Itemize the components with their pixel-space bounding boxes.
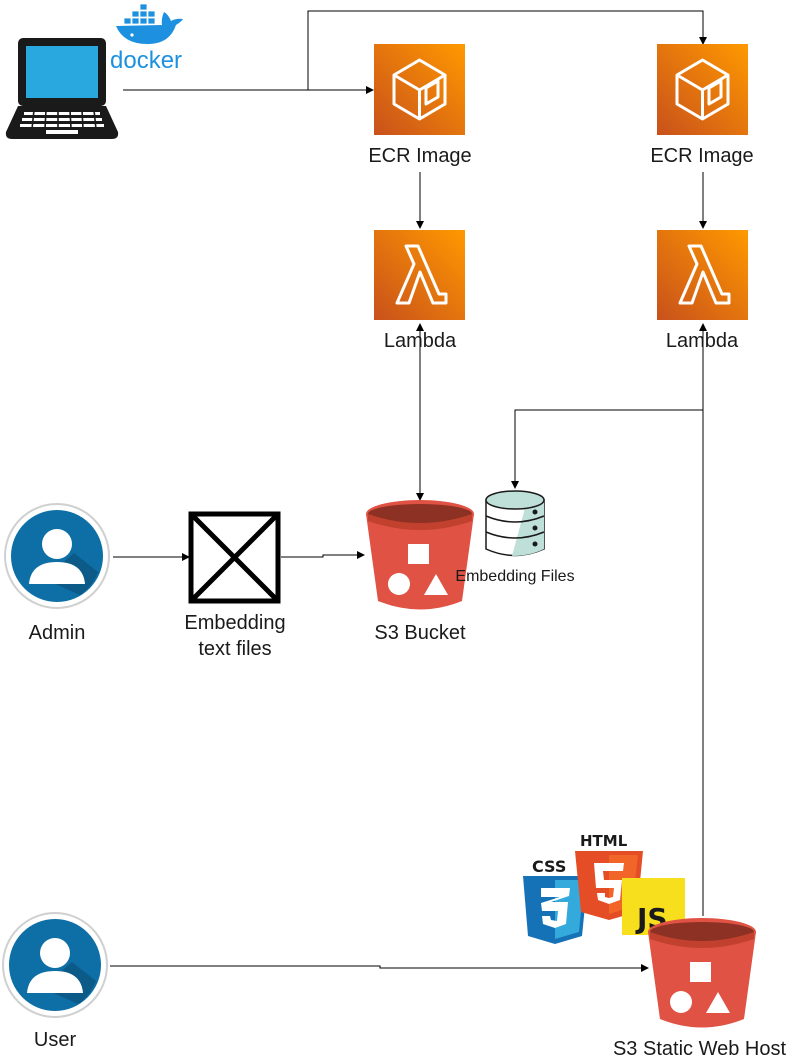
s3-static-web-host-icon (648, 918, 756, 1028)
embedding-files-database-icon (485, 490, 545, 557)
s3-bucket-label: S3 Bucket (374, 622, 466, 644)
admin-label: Admin (28, 622, 86, 644)
embedding-text-label-line2: text files (198, 638, 272, 660)
user-avatar-icon (2, 912, 108, 1018)
svg-text:HTML: HTML (580, 832, 628, 850)
docker-text: docker (110, 47, 182, 74)
svg-text:CSS: CSS (532, 857, 566, 876)
ecr-right-label: ECR Image (650, 145, 754, 167)
admin-avatar-icon (4, 503, 110, 609)
lambda-right-label: Lambda (665, 330, 739, 352)
embedding-text-label-line1: Embedding (184, 612, 286, 634)
css3-icon: CSS (523, 857, 588, 944)
user-label: User (33, 1029, 77, 1051)
connector-lambda-right-to-embedding-files (511, 409, 703, 489)
ecr-left-icon (374, 44, 465, 135)
lambda-left-icon (374, 230, 465, 320)
s3-bucket-icon (366, 500, 474, 610)
s3-static-web-host-label: S3 Static Web Host (612, 1038, 787, 1060)
connector-embedding-text-to-s3 (281, 551, 365, 559)
ecr-right-icon (657, 44, 748, 135)
docker-whale-icon (116, 3, 183, 45)
connectors (110, 10, 707, 972)
connector-user-to-s3-static (110, 964, 649, 972)
embedding-text-files-icon (188, 511, 281, 604)
ecr-left-label: ECR Image (368, 145, 472, 167)
lambda-right-icon (657, 230, 748, 320)
lambda-left-label: Lambda (383, 330, 457, 352)
laptop-icon (5, 38, 119, 139)
connector-laptop-to-ecr-right (307, 10, 707, 90)
embedding-files-label: Embedding Files (455, 568, 575, 585)
